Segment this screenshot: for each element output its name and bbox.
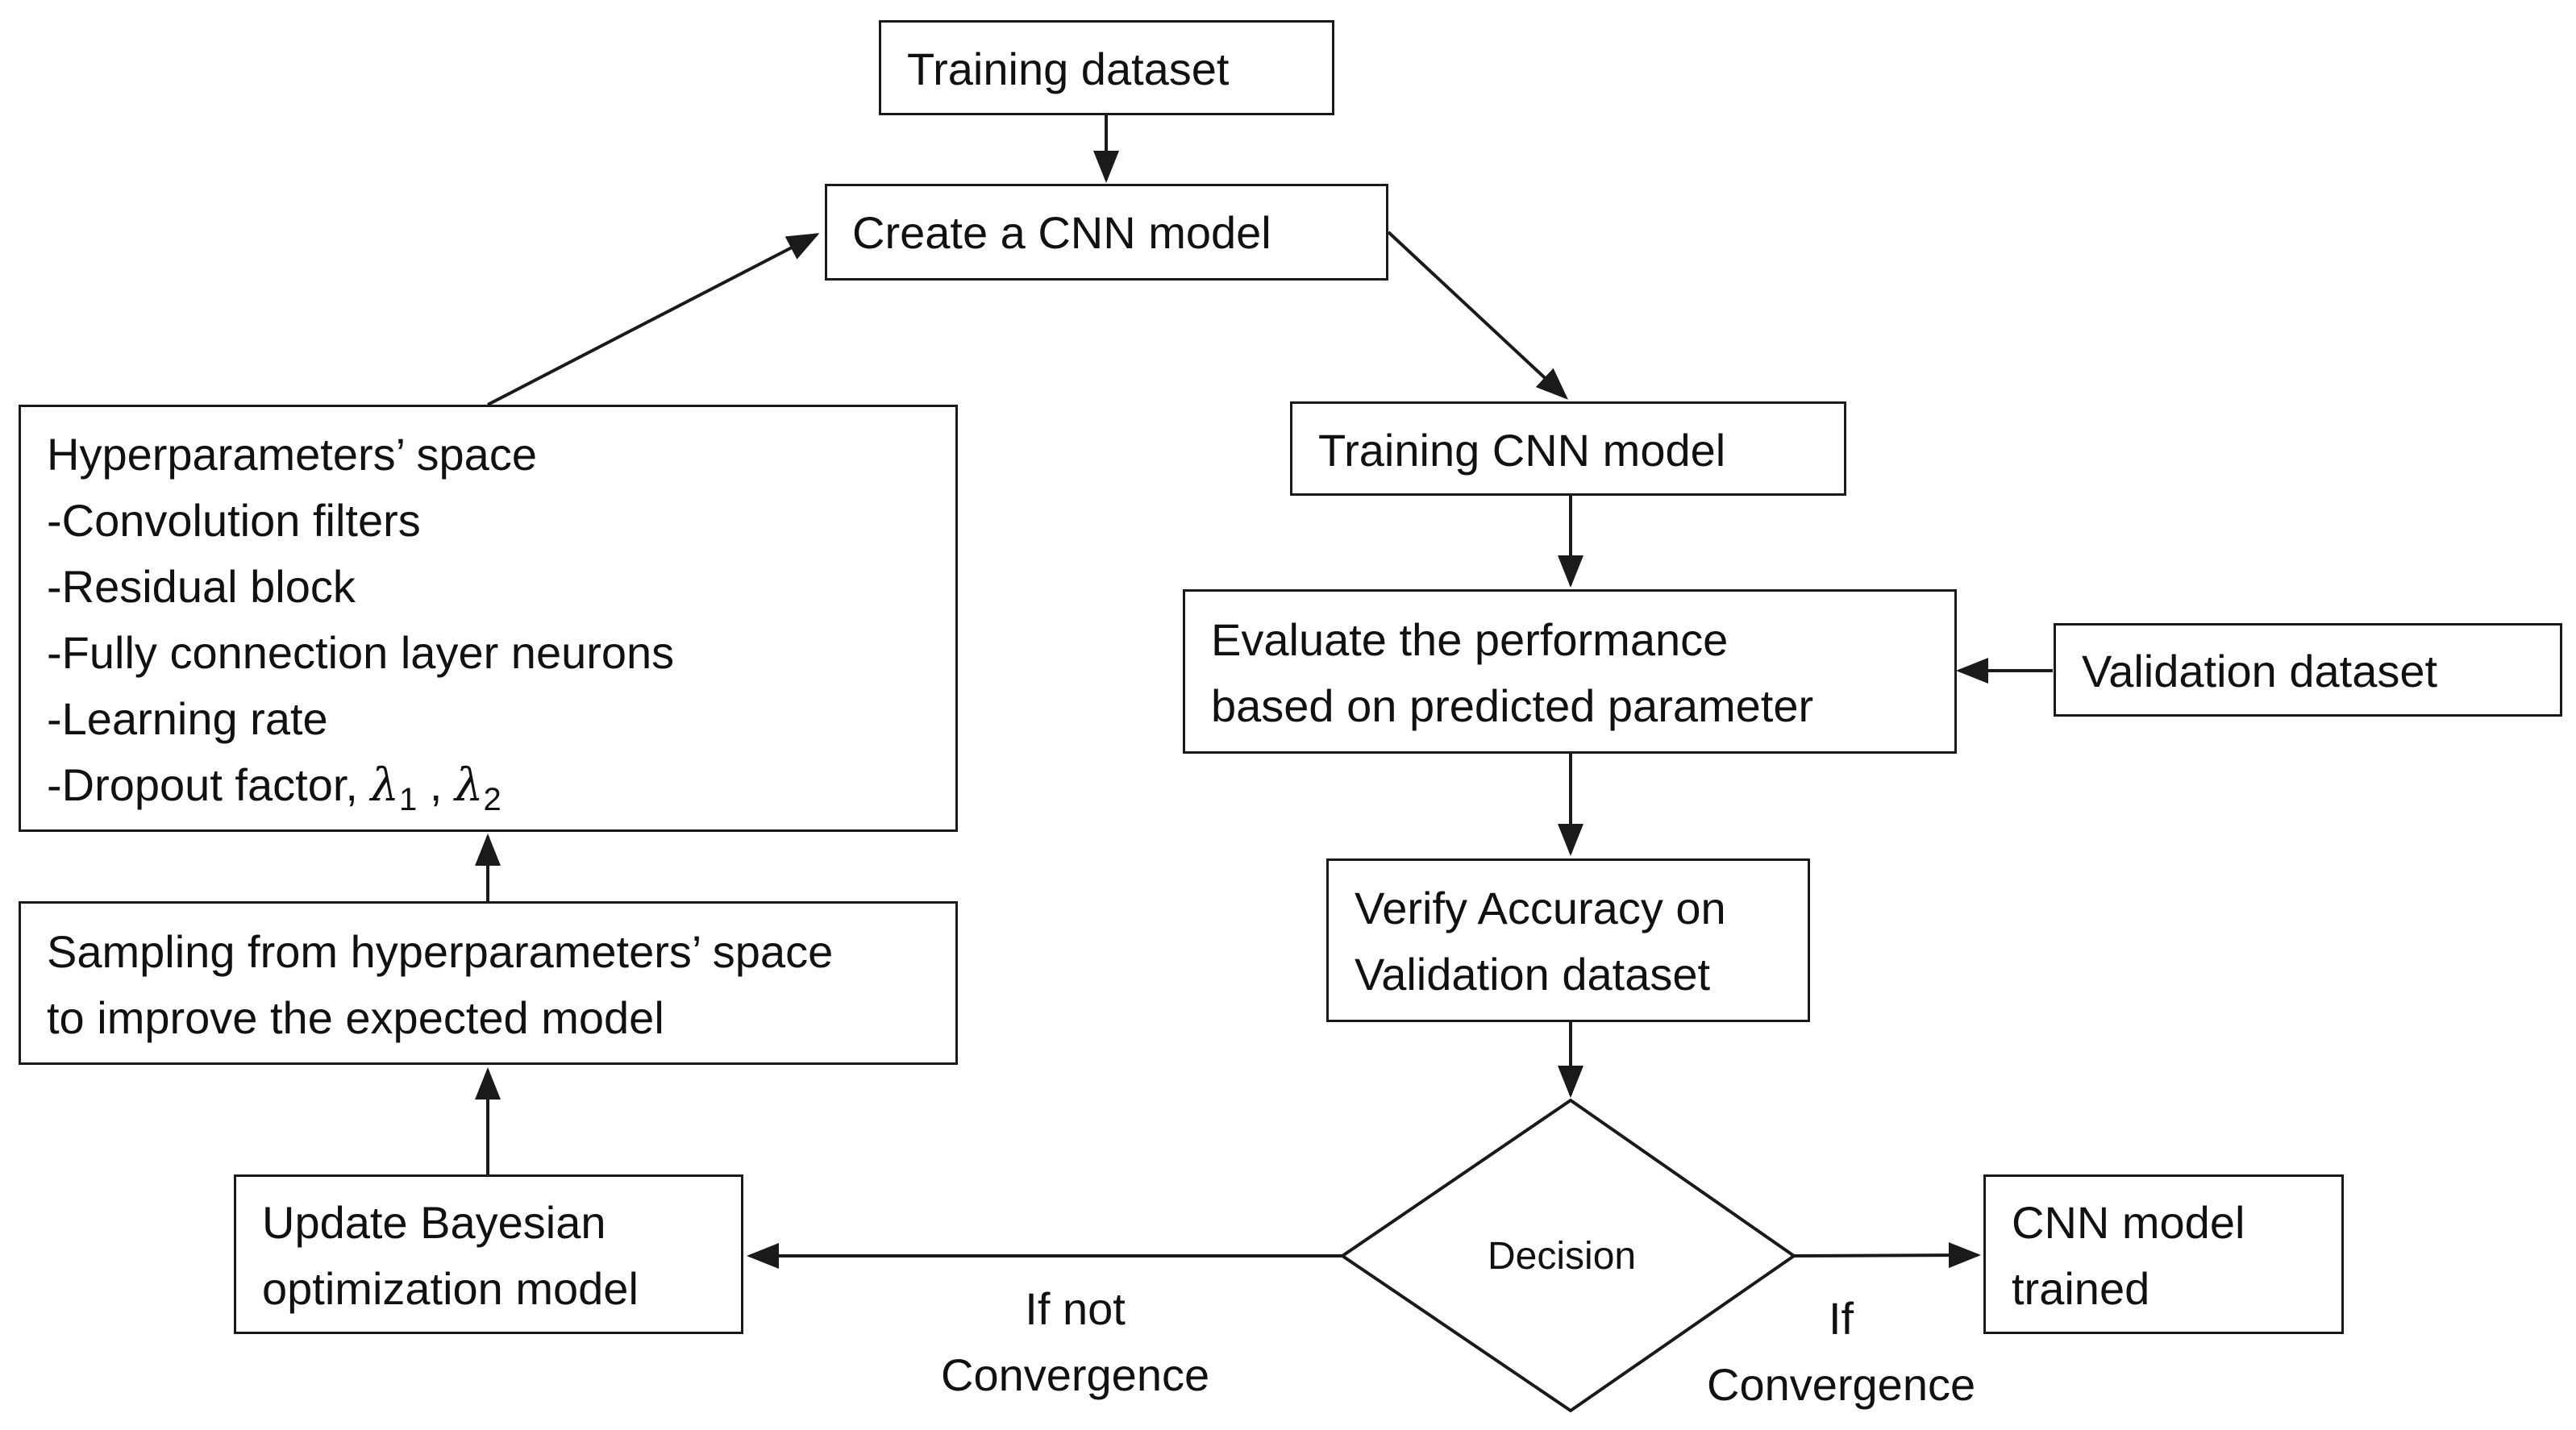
hyper-item-convolution: -Convolution filters — [47, 495, 421, 546]
arrow-hyper-to-create — [487, 233, 820, 406]
sampling-box — [19, 901, 958, 1065]
hyper-item-fully-connection: -Fully connection layer neurons — [47, 627, 675, 678]
hyper-item-residual: -Residual block — [47, 561, 356, 612]
training-cnn-box — [1290, 401, 1846, 496]
decision-diamond — [1339, 1098, 1797, 1413]
cnn-trained-box — [1983, 1174, 2344, 1334]
verify-label: Verify Accuracy on Validation dataset — [1355, 883, 1726, 1000]
create-cnn-box — [825, 184, 1388, 281]
sampling-label: Sampling from hyperparameters’ space to … — [47, 926, 834, 1043]
hyperparameters-title: Hyperparameters’ space — [47, 429, 537, 480]
lambda1-subscript: 1 — [399, 782, 418, 817]
training-dataset-box — [879, 20, 1334, 115]
update-bayesian-label: Update Bayesian optimization model — [262, 1197, 639, 1314]
update-bayesian-box — [234, 1174, 743, 1334]
validation-dataset-box — [2054, 623, 2562, 717]
decision-label: Decision — [1488, 1235, 1637, 1278]
training-dataset-label: Training dataset — [907, 44, 1230, 94]
evaluate-box — [1183, 589, 1957, 754]
lambda-separator: , — [417, 759, 455, 810]
lambda2-subscript: 2 — [483, 782, 501, 817]
lambda1-symbol: λ — [370, 759, 400, 812]
arrow-create-to-training — [1387, 231, 1568, 400]
if-not-convergence-label: If not Convergence — [941, 1283, 1210, 1400]
hyper-item-dropout: -Dropout factor, λ1 , λ2 — [47, 752, 674, 833]
lambda2-symbol: λ — [454, 759, 484, 812]
cnn-trained-label: CNN model trained — [2012, 1197, 2245, 1314]
hyperparameters-box — [19, 405, 958, 832]
verify-box — [1326, 858, 1810, 1022]
validation-dataset-label: Validation dataset — [2082, 646, 2438, 696]
evaluate-label: Evaluate the performance based on predic… — [1211, 614, 1814, 731]
hyper-item-learning-rate: -Learning rate — [47, 693, 328, 744]
if-convergence-label: If Convergence — [1707, 1293, 1976, 1410]
dropout-prefix: -Dropout factor, — [47, 759, 371, 810]
create-cnn-label: Create a CNN model — [852, 207, 1271, 258]
arrow-decision-to-trained — [1793, 1242, 1981, 1269]
hyperparameters-list: Hyperparameters’ space -Convolution filt… — [47, 422, 674, 833]
training-cnn-label: Training CNN model — [1318, 425, 1726, 476]
